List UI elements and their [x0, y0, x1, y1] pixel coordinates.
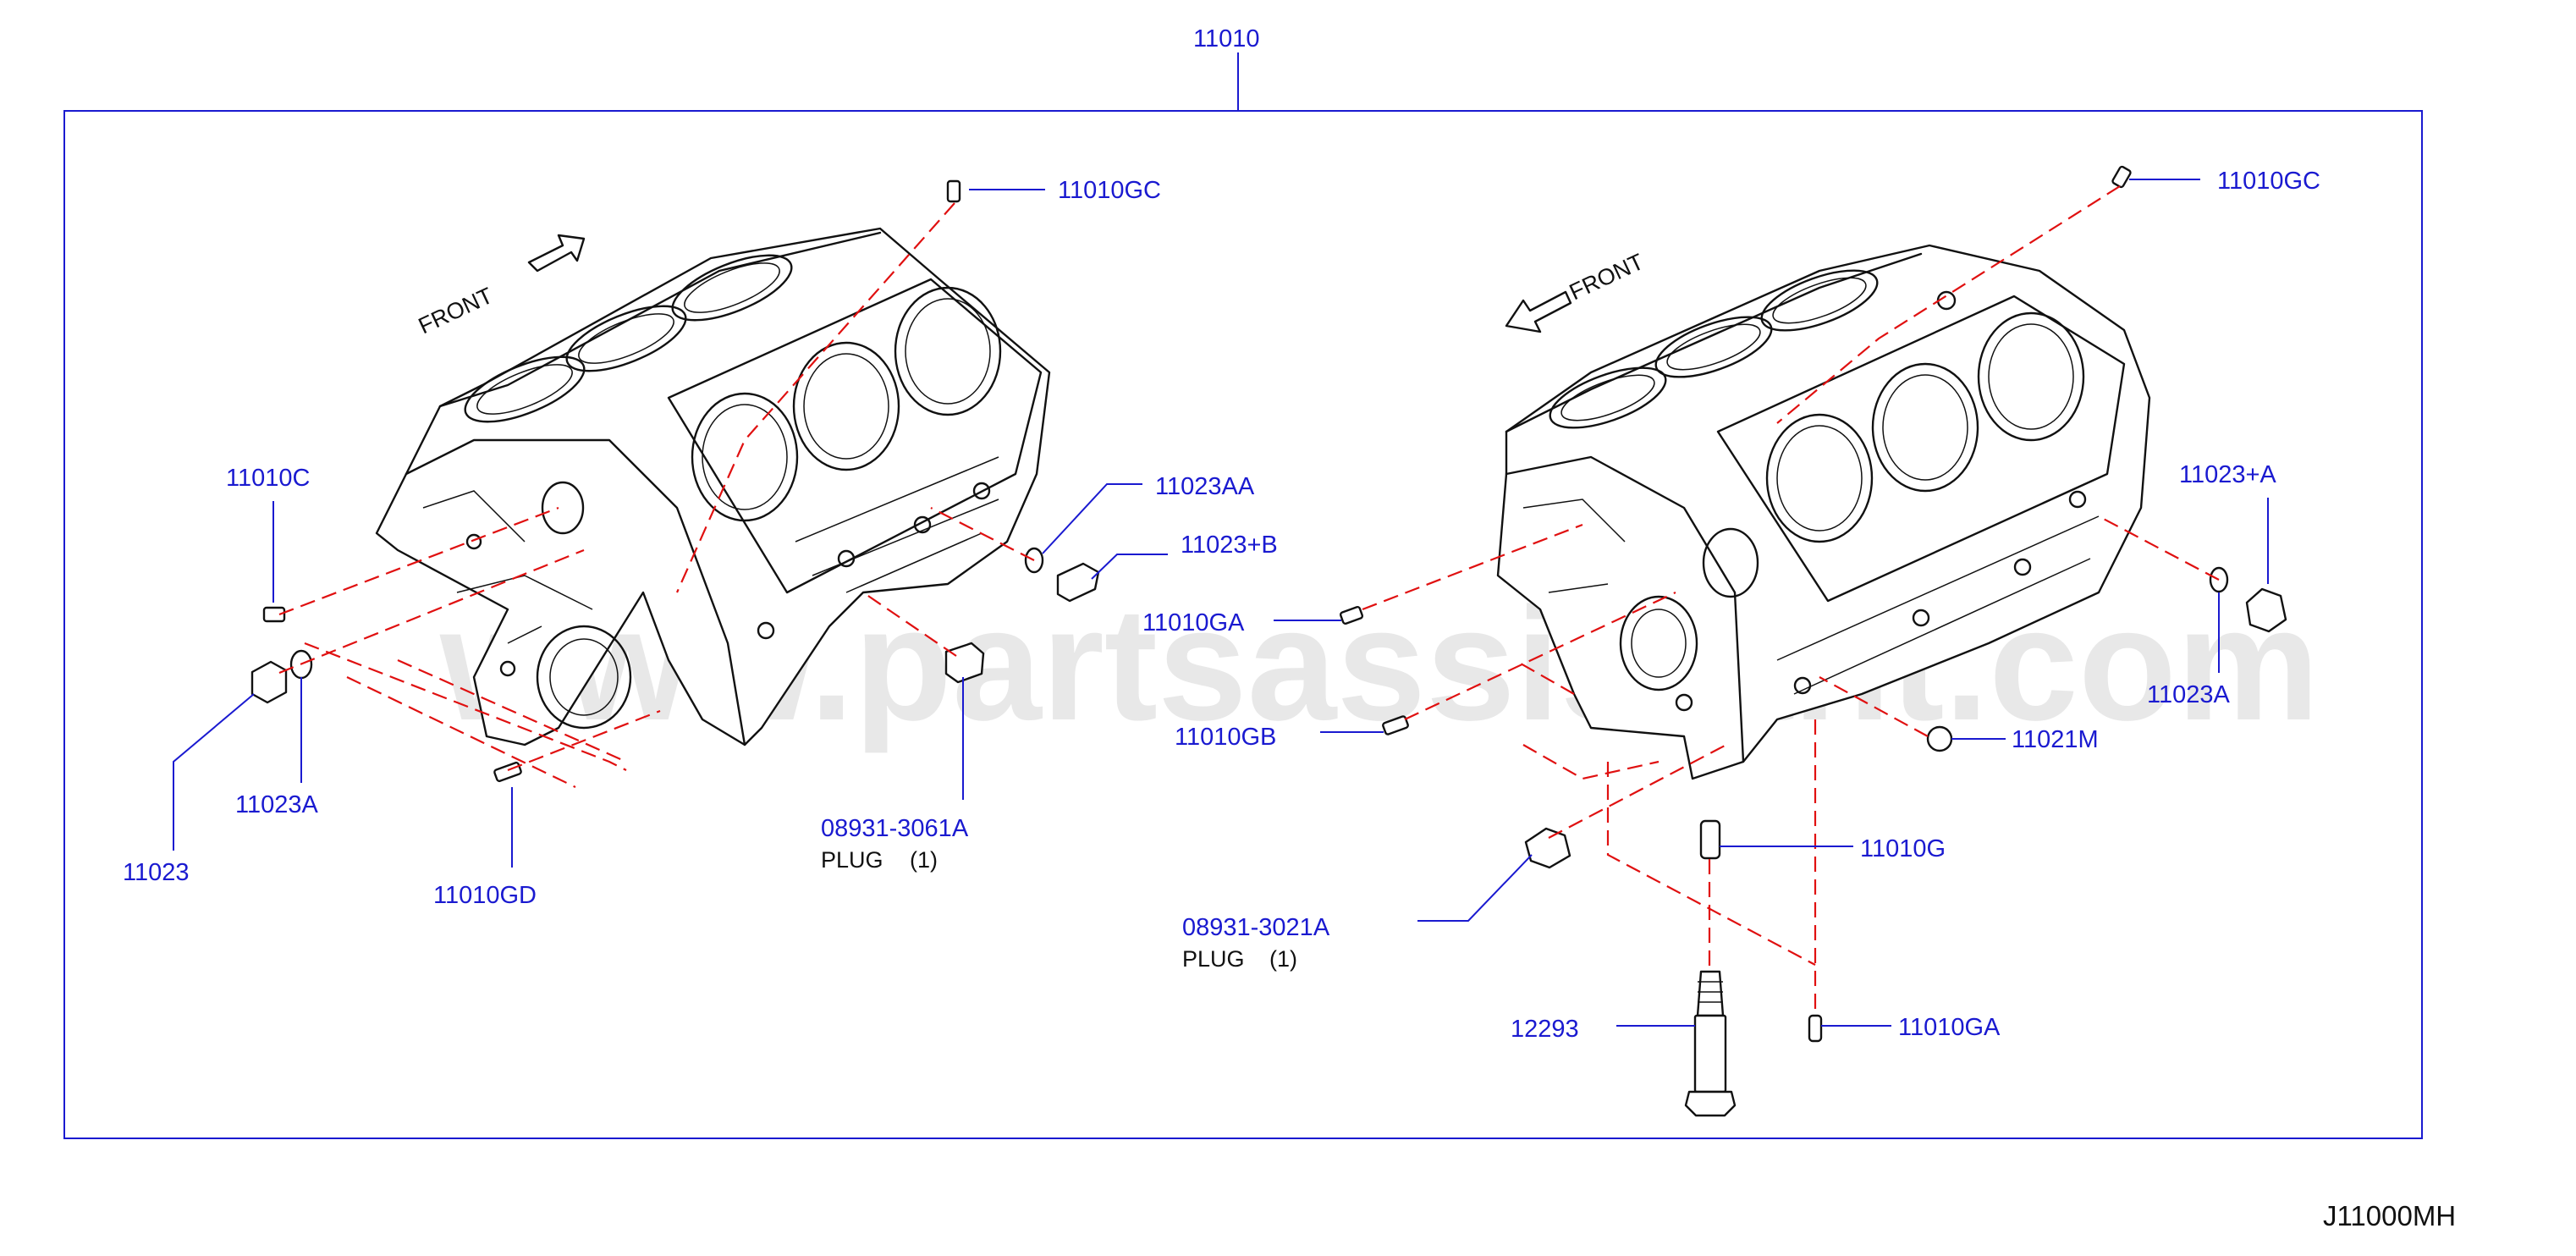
plug-name-right: PLUG [1182, 946, 1245, 972]
callout-11010ga-left: 11010GA [1142, 609, 1245, 636]
right-small-parts [1339, 165, 2287, 1117]
front-indicator-left: FRONT [415, 283, 497, 339]
callout-11023a-left: 11023A [235, 791, 318, 818]
callout-11021m: 11021M [2012, 726, 2099, 753]
callout-11023-plus-b: 11023+B [1181, 532, 1278, 559]
callout-plug-08931-3021a: 08931-3021A [1182, 914, 1330, 941]
callout-11010c: 11010C [226, 465, 310, 492]
callout-11010ga-bottom: 11010GA [1898, 1014, 2001, 1041]
callout-12293: 12293 [1511, 1016, 1579, 1043]
callout-11010gb: 11010GB [1175, 724, 1276, 751]
left-leader-lines [173, 189, 1168, 868]
right-leader-lines [1274, 179, 2269, 1027]
assembly-part-number: 11010 [1193, 25, 1260, 52]
callout-11023aa: 11023AA [1155, 473, 1255, 500]
callout-11010gc-left: 11010GC [1058, 177, 1161, 204]
callout-11023: 11023 [123, 859, 190, 886]
right-engine-block [1496, 244, 2151, 780]
left-dashed-guides [278, 202, 1035, 788]
callout-11023a-right: 11023A [2147, 681, 2230, 708]
callout-11010g: 11010G [1860, 835, 1946, 862]
front-indicator-right: FRONT [1566, 249, 1648, 305]
assembly-frame [63, 52, 2423, 1139]
front-direction-arrow-left [527, 234, 586, 273]
callout-11023-plus-a: 11023+A [2179, 461, 2276, 488]
plug-name-left: PLUG [821, 847, 883, 873]
left-small-parts [250, 179, 1100, 783]
plug-qty-right: (1) [1269, 946, 1297, 972]
callout-11010gc-right: 11010GC [2217, 168, 2320, 195]
callout-11010gd: 11010GD [433, 882, 537, 909]
front-direction-arrow-right [1505, 290, 1572, 333]
drawing-code: J11000MH [2323, 1200, 2456, 1231]
left-engine-block [375, 227, 1051, 746]
callout-plug-08931-3061a: 08931-3061A [821, 815, 969, 842]
right-dashed-guides [1362, 185, 2220, 1016]
plug-qty-left: (1) [910, 847, 938, 873]
